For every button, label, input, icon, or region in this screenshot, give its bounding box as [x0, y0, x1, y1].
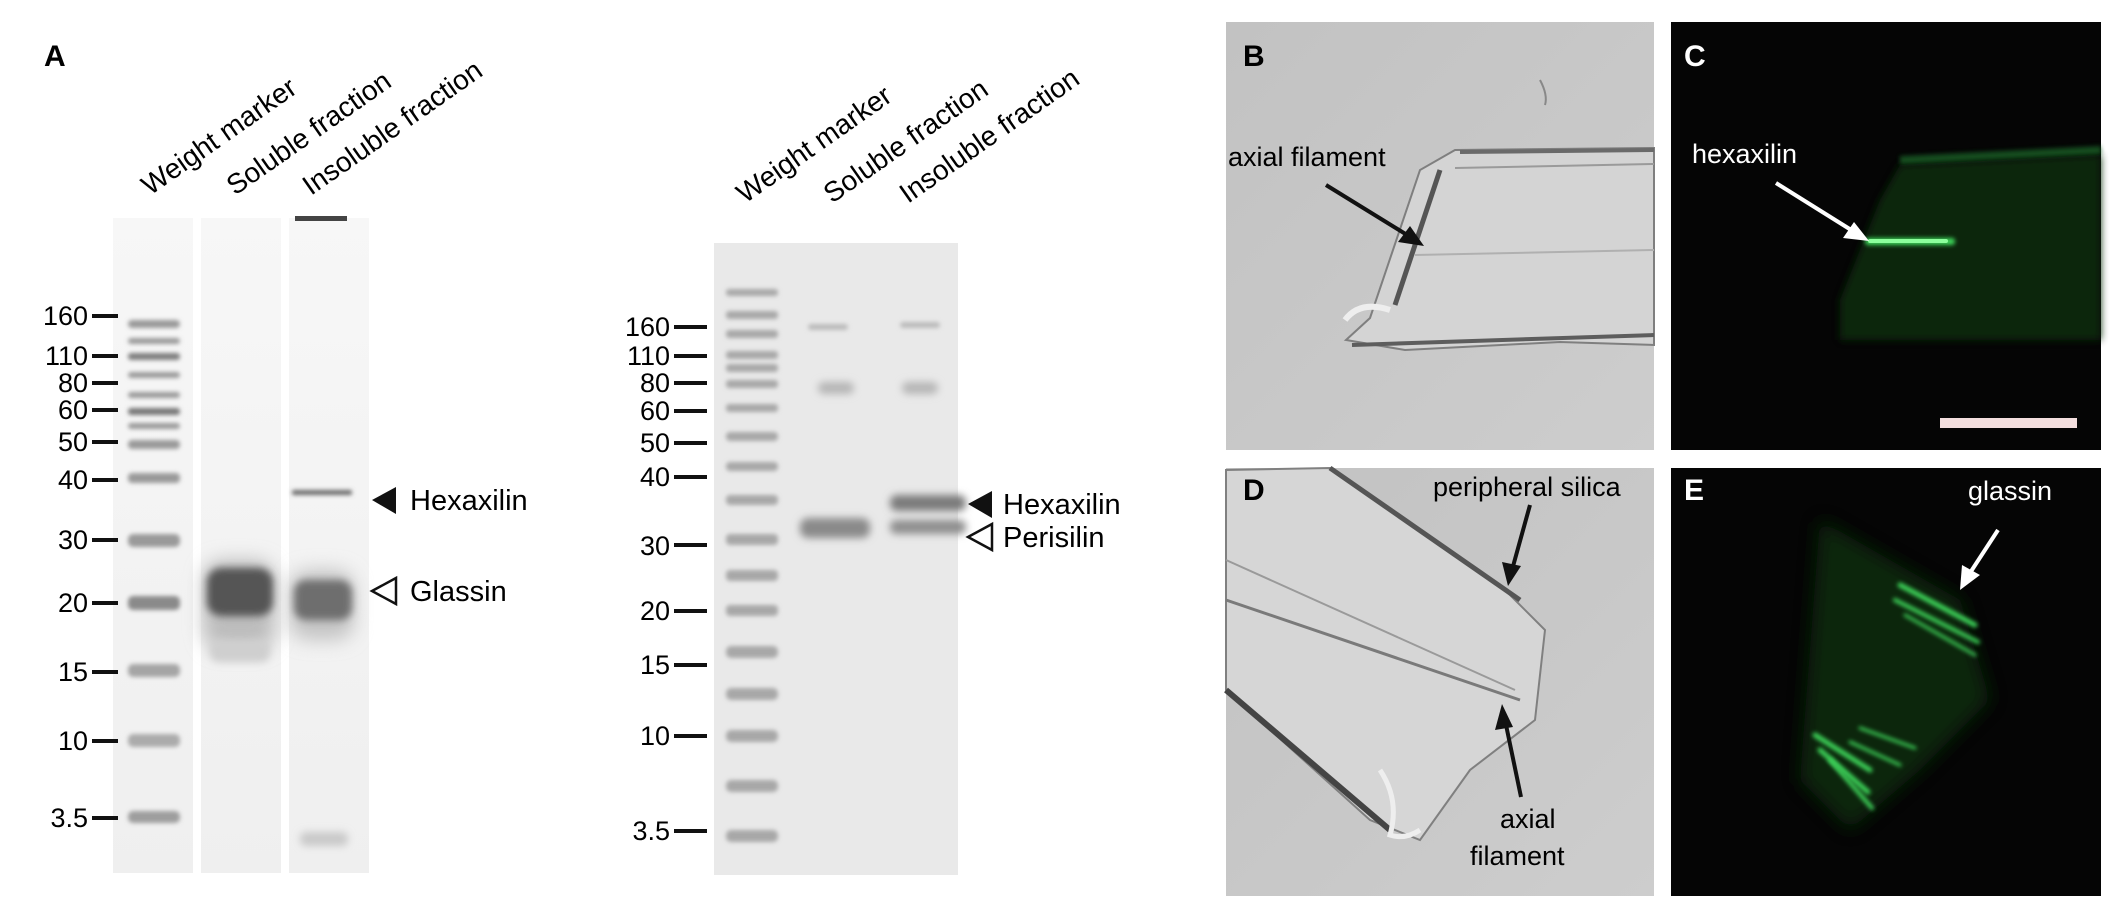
- panel-d-axial-filament-arrow: [1503, 719, 1523, 798]
- gel1-mw-40: 40: [58, 465, 88, 495]
- gel2-insoluble-bands: [890, 322, 966, 534]
- gel1-mw-30: 30: [58, 525, 88, 555]
- gel1-glassin-arrow-icon: [369, 575, 398, 607]
- panel-letter-e: E: [1684, 474, 1704, 507]
- gel2-mw-15: 15: [640, 650, 670, 680]
- gel2-mw-30: 30: [640, 531, 670, 561]
- gel1-mw-50: 50: [58, 427, 88, 457]
- gel1-soluble-bands: [203, 560, 275, 662]
- panel-b: B axial filament: [1226, 22, 1655, 450]
- panel-e: E glassin: [1671, 468, 2101, 896]
- gel2-hexaxilin-label: Hexaxilin: [1003, 489, 1121, 521]
- panel-letter-d: D: [1243, 474, 1265, 507]
- panel-b-axial-filament-arrow: [1324, 183, 1414, 240]
- gel2-mw-40: 40: [640, 462, 670, 492]
- gel2-mw-10: 10: [640, 721, 670, 751]
- gel2-mw-80: 80: [640, 368, 670, 398]
- gel1-mw-60: 60: [58, 395, 88, 425]
- panel-d-filament-label: filament: [1470, 841, 1565, 871]
- gel1-mw-80: 80: [58, 368, 88, 398]
- gel1-hexaxilin-label: Hexaxilin: [410, 485, 528, 517]
- gel1-ladder: [128, 320, 180, 823]
- gel1-mw-160: 160: [43, 301, 88, 331]
- panel-letter-c: C: [1684, 40, 1706, 73]
- gel1-lane-soluble: [201, 218, 281, 873]
- gel2-mw-160: 160: [625, 312, 670, 342]
- gel2-perisilin-arrow-icon: [965, 521, 994, 553]
- gel2-mw-60: 60: [640, 396, 670, 426]
- gel2-soluble-bands: [800, 324, 870, 538]
- panel-e-glassin-arrow: [1966, 528, 2000, 578]
- panel-a-gel-2: Weight marker Soluble fraction Insoluble…: [625, 62, 1121, 875]
- panel-d-peripheral-silica-label: peripheral silica: [1433, 472, 1622, 502]
- panel-d-axial-label: axial: [1500, 804, 1556, 834]
- gel1-insoluble-bands: [290, 216, 354, 846]
- gel2-body: [714, 243, 958, 875]
- gel2-hexaxilin-arrow-icon: [968, 491, 992, 518]
- gel2-marker-scale: 160 110 80 60 50 40 30 20 15 10 3.5: [625, 312, 707, 846]
- gel1-glassin-label: Glassin: [410, 576, 507, 608]
- panel-c-hexaxilin-label: hexaxilin: [1692, 139, 1797, 169]
- panel-letter-b: B: [1243, 40, 1265, 73]
- gel2-mw-50: 50: [640, 428, 670, 458]
- gel1-mw-20: 20: [58, 588, 88, 618]
- panel-b-arrowhead-icon: [1398, 226, 1424, 246]
- gel2-ladder: [726, 289, 778, 842]
- panel-e-arrowhead-icon: [1960, 565, 1980, 590]
- gel1-mw-15: 15: [58, 657, 88, 687]
- panel-a-gel-1: A Weight marker Soluble fraction Insolub…: [43, 40, 528, 873]
- panel-c-arrowhead-icon: [1843, 222, 1869, 241]
- gel1-mw-10: 10: [58, 726, 88, 756]
- gel1-hexaxilin-arrow-icon: [372, 487, 396, 514]
- gel2-mw-110: 110: [627, 341, 670, 371]
- panel-d-arrowhead-bottom-icon: [1495, 704, 1513, 730]
- gel1-marker-scale: 160 110 80 60 50 40 30 20 15 10 3.5: [43, 301, 118, 833]
- panel-c: C hexaxilin: [1671, 22, 2102, 450]
- panel-e-glassin-label: glassin: [1968, 476, 2052, 506]
- panel-d-arrowhead-top-icon: [1502, 562, 1521, 586]
- gel1-mw-110: 110: [45, 341, 88, 371]
- gel2-perisilin-label: Perisilin: [1003, 522, 1105, 554]
- panel-b-axial-filament-label: axial filament: [1228, 142, 1386, 172]
- panel-d-peripheral-silica-arrow: [1510, 504, 1532, 571]
- panel-c-scale-bar: [1940, 418, 2077, 428]
- panel-letter-a: A: [44, 40, 66, 73]
- panel-e-glassin-streaks: [1812, 582, 1980, 810]
- gel2-mw-3.5: 3.5: [632, 816, 670, 846]
- gel2-mw-20: 20: [640, 596, 670, 626]
- gel1-lane-insoluble: [289, 218, 369, 873]
- panel-c-hexaxilin-arrow: [1774, 181, 1858, 235]
- panel-d: D peripheral silica axial filament: [1224, 465, 1654, 896]
- gel1-mw-3.5: 3.5: [50, 803, 88, 833]
